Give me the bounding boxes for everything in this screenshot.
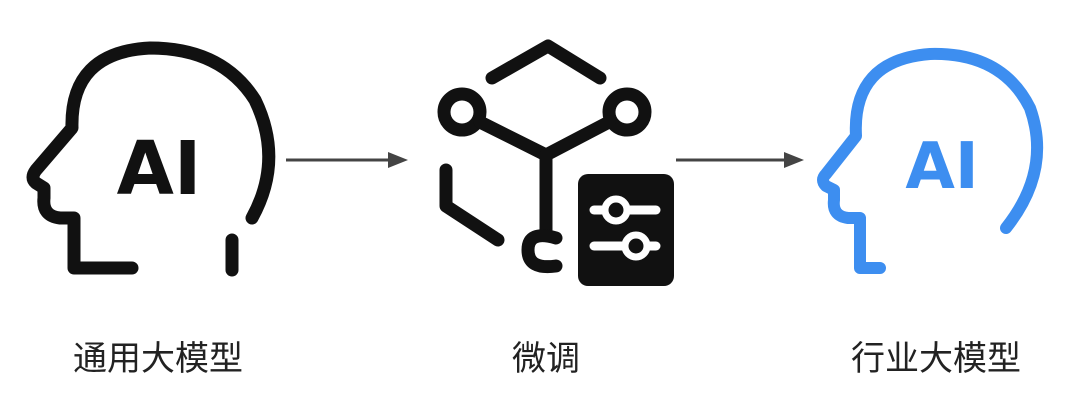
arrow-1 [286, 152, 408, 168]
stage-label-fine-tune: 微调 [512, 339, 580, 379]
fine-tune-network-icon [437, 39, 674, 286]
arrow-1-head [388, 152, 408, 168]
settings-panel-icon [578, 174, 674, 286]
general-model-head-icon [26, 41, 276, 277]
stage-label-general-model: 通用大模型 [73, 339, 243, 379]
general-model-ai-text: AI [117, 126, 202, 212]
arrow-2-head [784, 152, 804, 168]
industry-model-ai-text: AI [905, 130, 978, 204]
arrow-2 [676, 152, 804, 168]
stage-label-industry-model: 行业大模型 [851, 339, 1021, 379]
industry-model-head-icon [817, 47, 1044, 274]
